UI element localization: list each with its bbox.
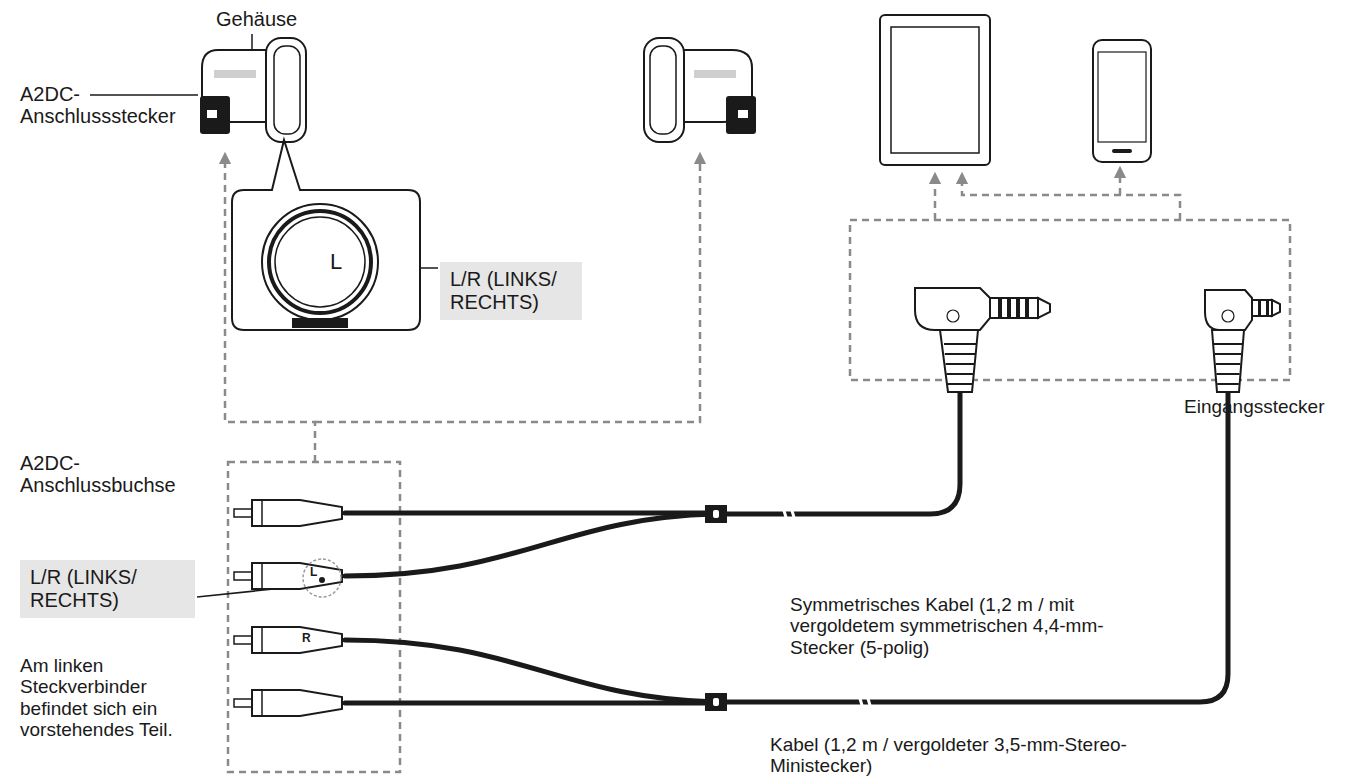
- label-box: L/R (LINKS/ RECHTS): [440, 262, 582, 320]
- smartphone: [1093, 40, 1151, 162]
- box-text: L/R (LINKS/ RECHTS): [450, 268, 572, 314]
- side-mark: R: [302, 632, 314, 644]
- side-mark: L: [310, 566, 322, 578]
- cable-splitter: [705, 505, 727, 711]
- side-mark: L: [330, 250, 350, 275]
- plug-3-5mm: [1205, 290, 1280, 392]
- part-name: Eingangsstecker: [1184, 396, 1354, 417]
- highlight-circle: [303, 559, 341, 597]
- cable: [345, 392, 1228, 703]
- earphone-right: [644, 38, 756, 142]
- audio-player: [880, 15, 990, 165]
- part-name: Gehäuse: [216, 8, 336, 30]
- note: Am linken Steckverbinder befindet sich e…: [20, 655, 196, 740]
- cable-description: Symmetrisches Kabel (1,2 m / mit vergold…: [790, 594, 1120, 658]
- plug-4-4mm: [915, 288, 1050, 392]
- closeup-callout: [232, 140, 420, 330]
- earphone-left: [200, 38, 306, 142]
- a2dc-connector: [234, 500, 342, 716]
- part-name: A2DC-Anschlussbuchse: [20, 452, 220, 497]
- label-box: L/R (LINKS/ RECHTS): [20, 560, 195, 618]
- part-name: A2DC-Anschlussstecker: [20, 83, 192, 128]
- box-text: L/R (LINKS/ RECHTS): [30, 566, 185, 612]
- cable-description: Kabel (1,2 m / vergoldeter 3,5-mm-Stereo…: [770, 734, 1130, 777]
